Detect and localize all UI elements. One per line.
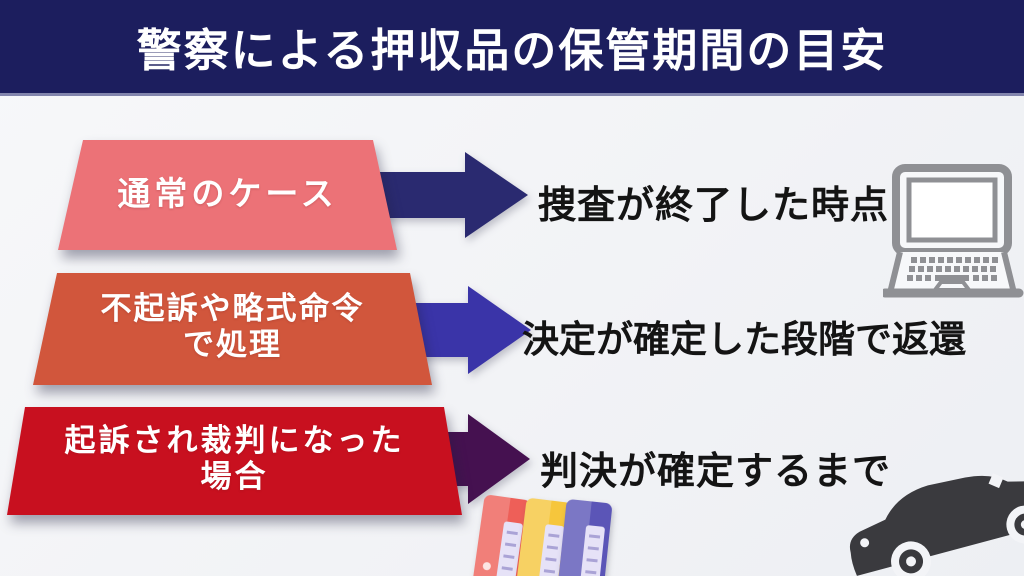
case-label-line: 通常のケース <box>117 175 338 212</box>
case-shape-3 <box>7 407 462 515</box>
keyboard-keys <box>907 257 998 281</box>
case-label-line: 場合 <box>200 458 269 494</box>
case-label-3: 起訴され裁判になった 場合 <box>7 423 462 495</box>
case-label-line: 起訴され裁判になった <box>64 423 405 458</box>
case-label-1: 通常のケース <box>58 175 397 213</box>
outcome-text-2: 決定が確定した段階で返還 <box>522 319 966 360</box>
case-label-2: 不起訴や略式命令 で処理 <box>33 291 432 363</box>
case-label-line: 不起訴や略式命令 <box>100 291 365 326</box>
case-shape-2 <box>33 273 432 385</box>
arrow-right-icon <box>360 152 528 238</box>
page-title: 警察による押収品の保管期間の目安 <box>136 25 888 76</box>
touchpad-shape <box>931 280 973 292</box>
case-shape-1 <box>58 140 397 250</box>
binder-blue-icon <box>557 498 613 576</box>
binder-label <box>579 525 606 576</box>
case-label-line: で処理 <box>183 326 282 362</box>
laptop-icon <box>883 164 1024 298</box>
outcome-text-1: 捜査が終了した時点 <box>538 185 890 227</box>
car-icon <box>849 473 1024 576</box>
arrow-right-icon <box>395 286 531 374</box>
outcome-text-3: 判決が確定するまで <box>540 451 892 493</box>
header-banner: 警察による押収品の保管期間の目安 <box>0 0 1024 96</box>
